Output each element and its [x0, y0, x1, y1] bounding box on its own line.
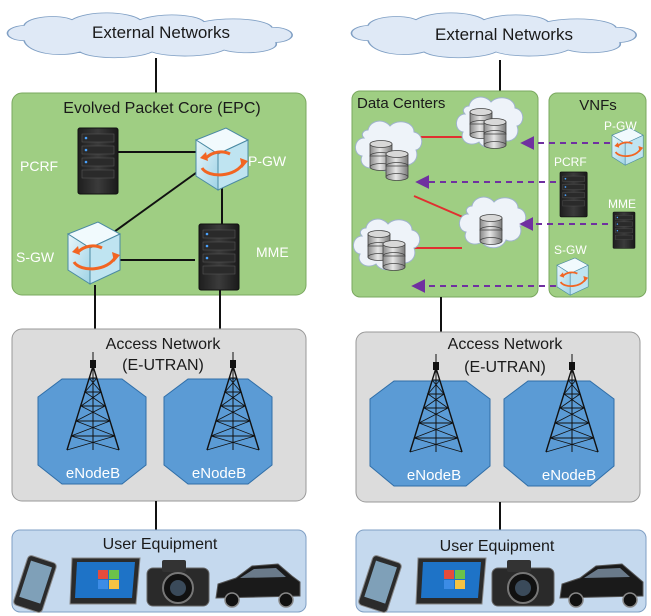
enodeb-label-left-2: eNodeB [192, 465, 246, 482]
enodeb-label-right-2: eNodeB [542, 467, 596, 484]
camera-icon-left [146, 560, 210, 607]
database-icon [483, 118, 507, 149]
car-icon-right [559, 563, 644, 608]
vnfs-title: VNFs [579, 97, 617, 114]
left-panel: External Networks Evolved Packet Core (E… [6, 11, 307, 613]
access-network-subtitle-right: (E-UTRAN) [464, 359, 546, 376]
enodeb-hex-right-1 [369, 380, 491, 487]
access-network-title-right: Access Network [448, 336, 564, 353]
vnf-sgw-label: S-GW [554, 243, 587, 257]
external-networks-label-left: External Networks [92, 23, 230, 42]
database-icon [382, 240, 406, 271]
enodeb-hex-right-2 [503, 380, 615, 487]
database-icon [385, 150, 409, 181]
mme-server-icon [198, 223, 240, 291]
sgw-label: S-GW [16, 249, 55, 265]
pgw-label: P-GW [248, 153, 287, 169]
right-panel: External Networks Data Centers VNFs P-GW [350, 11, 647, 613]
mme-label: MME [256, 244, 289, 260]
user-equipment-title-right: User Equipment [440, 538, 555, 555]
tablet-icon-left [69, 557, 141, 605]
tablet-icon-right [415, 557, 487, 605]
phone-icon-right [358, 555, 402, 613]
phone-icon-left [13, 555, 57, 613]
external-networks-label-right: External Networks [435, 25, 573, 44]
pcrf-server-icon [77, 127, 119, 195]
vnf-migration-arrows [411, 136, 610, 293]
vnf-mme-server-icon [612, 211, 636, 249]
vnf-pcrf-label: PCRF [554, 155, 587, 169]
enodeb-label-left-1: eNodeB [66, 465, 120, 482]
data-centers-title: Data Centers [357, 95, 445, 112]
access-network-title-left: Access Network [106, 336, 222, 353]
dc-links [413, 136, 466, 249]
epc-title: Evolved Packet Core (EPC) [63, 100, 260, 117]
camera-icon-right [491, 560, 555, 607]
car-icon-left [215, 563, 301, 608]
enodeb-hex-left-1 [37, 378, 147, 485]
access-network-subtitle-left: (E-UTRAN) [122, 357, 204, 374]
vnf-mme-label: MME [608, 197, 636, 211]
user-equipment-title-left: User Equipment [103, 536, 218, 553]
vnf-pcrf-server-icon [559, 171, 588, 218]
epc-box [11, 92, 307, 296]
enodeb-label-right-1: eNodeB [407, 467, 461, 484]
database-icon [479, 214, 503, 245]
pcrf-label: PCRF [20, 158, 58, 174]
vnf-pgw-label: P-GW [604, 119, 637, 133]
